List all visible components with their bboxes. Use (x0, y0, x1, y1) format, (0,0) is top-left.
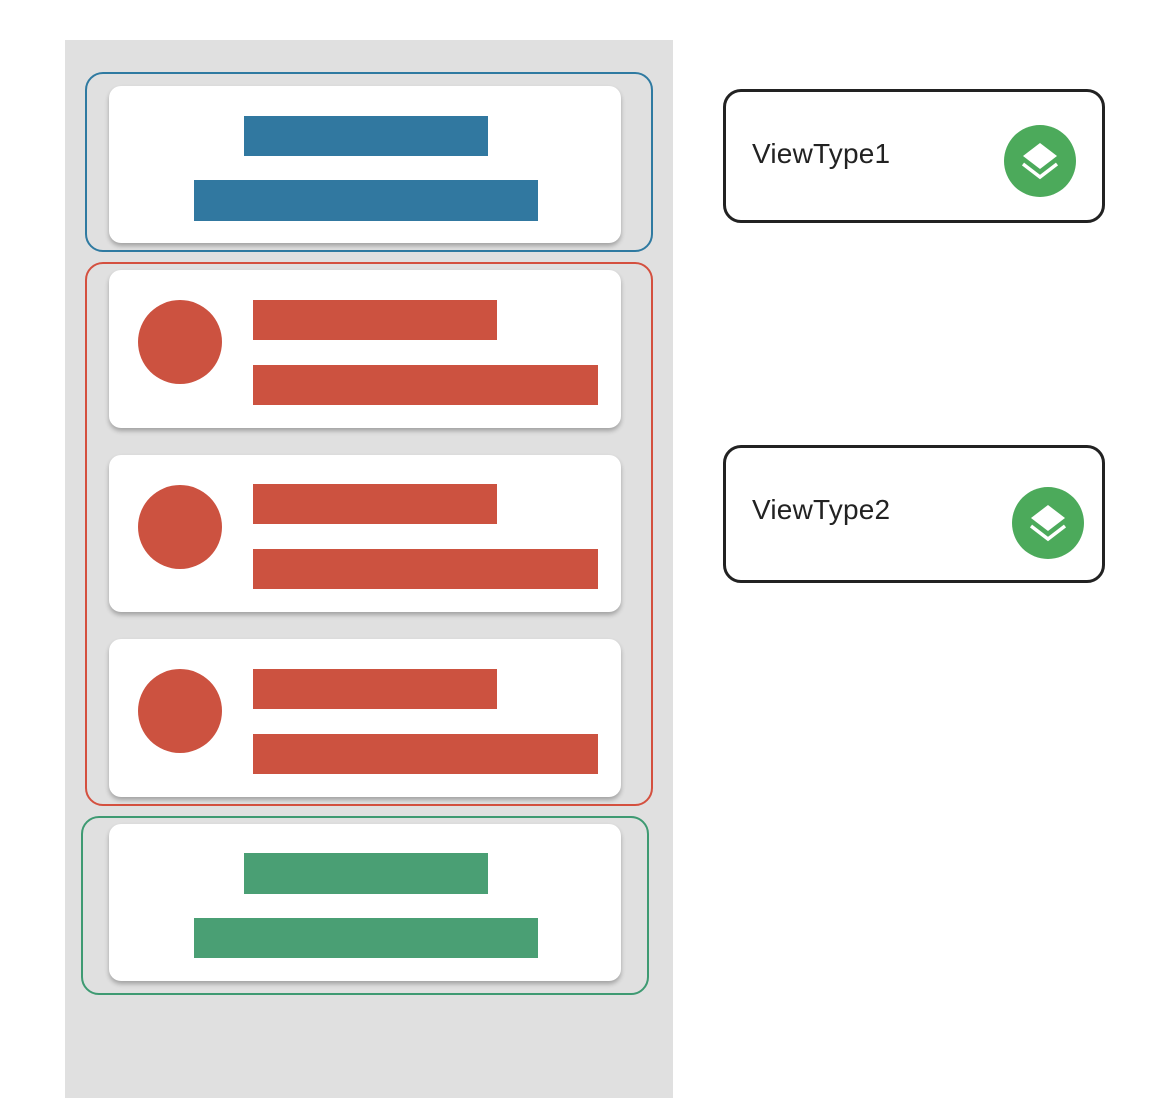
recycler-view-list (65, 40, 673, 1098)
viewtype2-group-outline (85, 262, 653, 806)
legend-viewtype1: ViewType1 (723, 89, 1105, 223)
viewtype1-card (109, 86, 621, 243)
legend-label: ViewType1 (752, 138, 891, 169)
viewtype2-card (109, 639, 621, 797)
viewtype1-group-outline (85, 72, 653, 252)
avatar-circle (138, 300, 222, 384)
viewtype1-subtitle-bar (194, 180, 538, 221)
layers-icon (1004, 125, 1076, 197)
item-subtitle-bar (253, 365, 598, 405)
layers-icon (1012, 487, 1084, 559)
avatar-circle (138, 485, 222, 569)
item-subtitle-bar (253, 549, 598, 589)
footer-title-bar (244, 853, 488, 894)
viewtype2-card (109, 270, 621, 428)
legend-label: ViewType2 (752, 494, 891, 525)
legend-viewtype2: ViewType2 (723, 445, 1105, 583)
item-title-bar (253, 669, 497, 709)
item-subtitle-bar (253, 734, 598, 774)
item-title-bar (253, 484, 497, 524)
avatar-circle (138, 669, 222, 753)
footer-subtitle-bar (194, 918, 538, 958)
footer-group-outline (81, 816, 649, 995)
viewtype2-card (109, 455, 621, 612)
item-title-bar (253, 300, 497, 340)
viewtype1-title-bar (244, 116, 488, 156)
footer-card (109, 824, 621, 981)
